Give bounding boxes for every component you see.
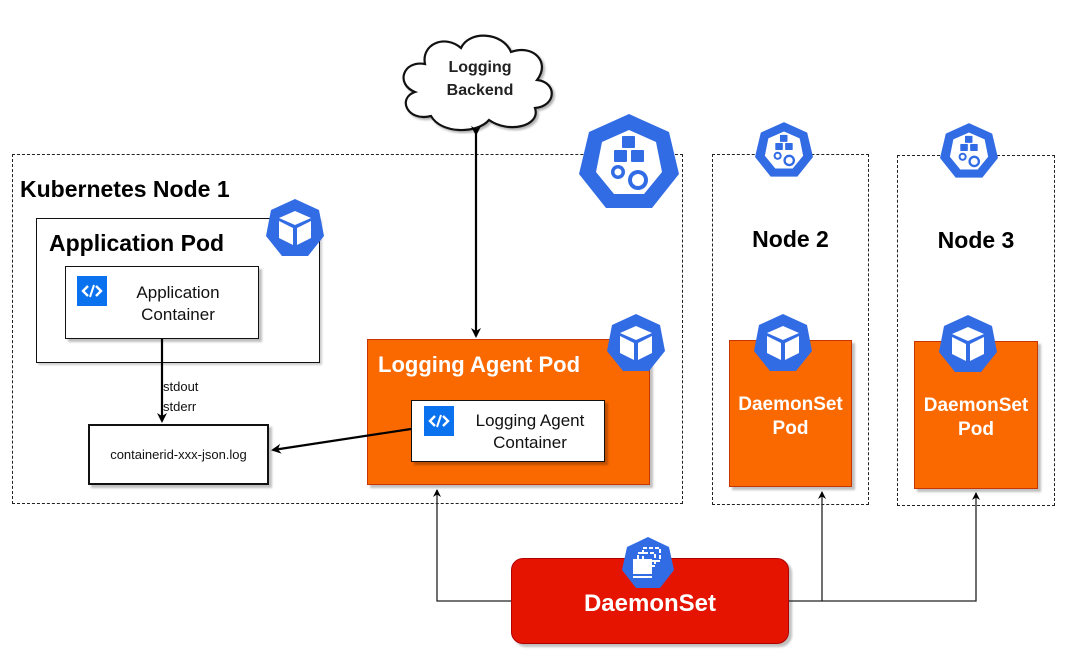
code-brackets-icon bbox=[424, 406, 454, 436]
application-pod-title: Application Pod bbox=[49, 230, 225, 256]
application-container-line1: Application bbox=[136, 283, 220, 302]
logging-agent-pod-title: Logging Agent Pod bbox=[378, 352, 581, 377]
stdout-label: stdout bbox=[163, 379, 199, 394]
k8s-node-cubes-gears-icon bbox=[940, 123, 998, 178]
application-container-label: Application Container bbox=[108, 282, 248, 326]
daemonset-pod-node2-line1: DaemonSet bbox=[738, 394, 843, 415]
stderr-label: stderr bbox=[163, 399, 197, 414]
daemonset-to-node3-arrow bbox=[822, 492, 980, 602]
daemonset-pod-node3-label: DaemonSet Pod bbox=[914, 394, 1038, 442]
logging-backend-cloud[interactable] bbox=[385, 22, 565, 134]
k8s-pod-cube-icon bbox=[939, 315, 997, 372]
logging-backend-line1: Logging bbox=[448, 59, 512, 76]
logging-agent-container-line1: Logging Agent bbox=[475, 411, 585, 430]
logging-backend-line2: Backend bbox=[446, 82, 514, 99]
node3-title: Node 3 bbox=[937, 227, 1015, 253]
logging-agent-container-label: Logging Agent Container bbox=[455, 410, 605, 454]
k8s-node-cubes-gears-icon bbox=[579, 114, 679, 208]
k8s-node-cubes-gears-icon bbox=[755, 122, 813, 177]
daemonset-pod-node2-line2: Pod bbox=[772, 418, 809, 439]
k8s-pod-cube-icon bbox=[266, 199, 324, 256]
application-container-line2: Container bbox=[141, 305, 215, 324]
logging-backend-label: Logging Backend bbox=[430, 56, 530, 102]
streams-label: stdout stderr bbox=[163, 377, 198, 417]
daemonset-pod-node2-label: DaemonSet Pod bbox=[729, 393, 852, 441]
daemonset-label: DaemonSet bbox=[583, 590, 717, 617]
k8s-pod-cube-icon bbox=[754, 314, 812, 371]
node1-region bbox=[12, 154, 683, 504]
logging-agent-container-line2: Container bbox=[493, 433, 567, 452]
log-file[interactable]: containerid-xxx-json.log bbox=[88, 424, 269, 485]
k8s-daemonset-icon bbox=[622, 537, 674, 588]
daemonset-pod-node3-line2: Pod bbox=[958, 419, 994, 440]
daemonset-to-agent-arrow bbox=[433, 489, 511, 602]
daemonset-pod-node3-line1: DaemonSet bbox=[923, 395, 1029, 416]
k8s-pod-cube-icon bbox=[607, 314, 665, 371]
daemonset-to-node2-arrow bbox=[789, 491, 826, 602]
code-brackets-icon bbox=[77, 276, 107, 306]
node1-title: Kubernetes Node 1 bbox=[20, 176, 230, 202]
log-file-label: containerid-xxx-json.log bbox=[110, 447, 247, 462]
node2-title: Node 2 bbox=[752, 226, 829, 252]
